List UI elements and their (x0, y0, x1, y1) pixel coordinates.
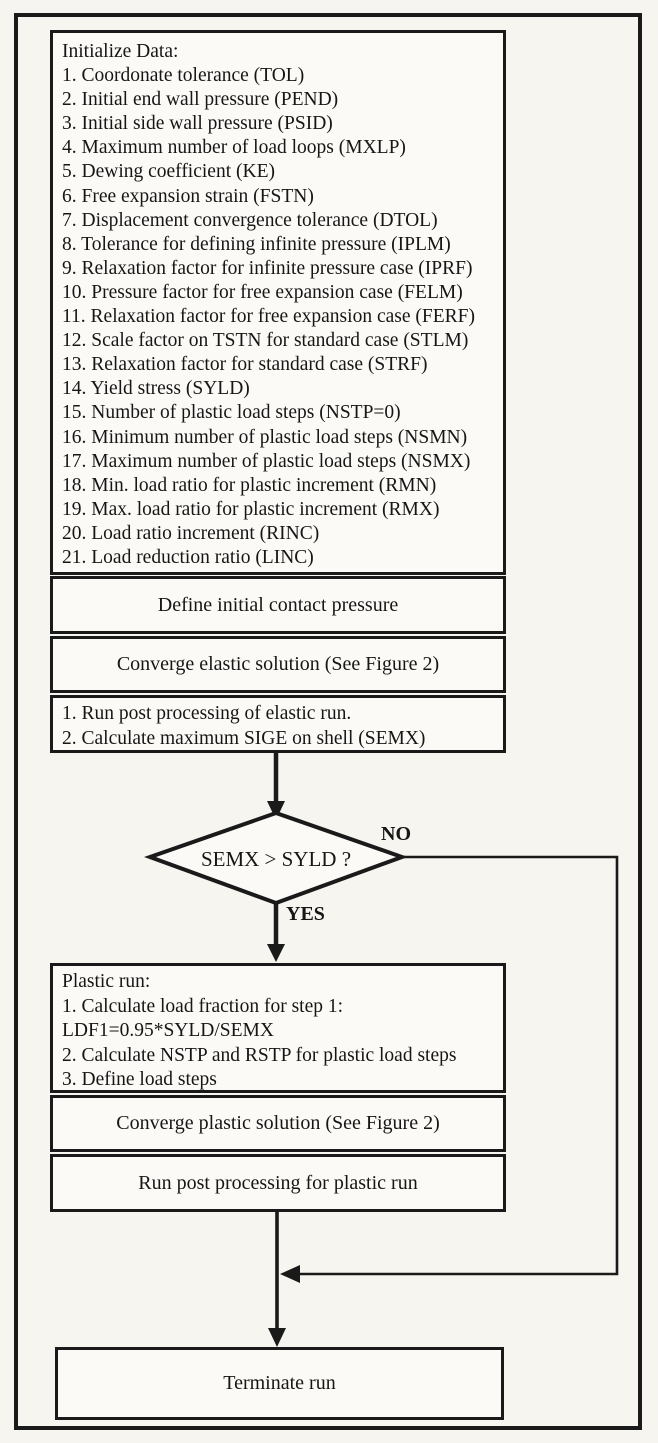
plastic-post-label: Run post processing for plastic run (138, 1171, 418, 1194)
decision-yes-label: YES (286, 903, 325, 925)
text-line: 4. Maximum number of load loops (MXLP) (62, 137, 406, 159)
flowchart-frame (14, 13, 642, 1430)
text-line: 15. Number of plastic load steps (NSTP=0… (62, 402, 401, 424)
initialize-data-box: Initialize Data: 1. Coordonate tolerance… (50, 30, 506, 575)
initialize-data-list: 1. Coordonate tolerance (TOL)2. Initial … (62, 64, 494, 570)
text-line: 18. Min. load ratio for plastic incremen… (62, 474, 437, 496)
text-line: 3. Define load steps (62, 1069, 217, 1091)
text-line: 2. Initial end wall pressure (PEND) (62, 89, 339, 111)
text-line: 3. Initial side wall pressure (PSID) (62, 113, 333, 135)
plastic-run-box: Plastic run: 1. Calculate load fraction f… (50, 963, 506, 1093)
elastic-post-list: 1. Run post processing of elastic run. 2.… (53, 698, 503, 751)
text-line: 20. Load ratio increment (RINC) (62, 522, 320, 544)
text-line: 12. Scale factor on TSTN for standard ca… (62, 330, 469, 352)
text-line: 1. Run post processing of elastic run. (62, 703, 352, 724)
plastic-post-box: Run post processing for plastic run (50, 1154, 506, 1212)
text-line: 19. Max. load ratio for plastic incremen… (62, 498, 440, 520)
converge-elastic-box: Converge elastic solution (See Figure 2) (50, 636, 506, 693)
terminate-box: Terminate run (55, 1347, 504, 1420)
text-line: 2. Calculate maximum SIGE on shell (SEMX… (62, 727, 426, 749)
text-line: 14. Yield stress (SYLD) (62, 378, 250, 400)
text-line: LDF1=0.95*SYLD/SEMX (62, 1020, 274, 1042)
decision-no-label: NO (381, 823, 411, 845)
text-line: 9. Relaxation factor for infinite pressu… (62, 257, 473, 279)
text-line: 10. Pressure factor for free expansion c… (62, 281, 463, 303)
text-line: 13. Relaxation factor for standard case … (62, 354, 428, 376)
converge-elastic-label: Converge elastic solution (See Figure 2) (116, 653, 440, 675)
text-line: 2. Calculate NSTP and RSTP for plastic l… (62, 1044, 457, 1066)
text-line: 17. Maximum number of plastic load steps… (62, 450, 471, 472)
text-line: 1. Coordonate tolerance (TOL) (62, 65, 305, 87)
text-line: 16. Minimum number of plastic load steps… (62, 426, 468, 448)
text-line: 11. Relaxation factor for free expansion… (62, 306, 475, 328)
text-line: 1. Calculate load fraction for step 1: (62, 995, 344, 1017)
text-line: 7. Displacement convergence tolerance (D… (62, 209, 438, 231)
text-line: 21. Load reduction ratio (LINC) (62, 546, 314, 568)
text-line: 5. Dewing coefficient (KE) (62, 161, 275, 183)
text-line: 6. Free expansion strain (FSTN) (62, 185, 314, 207)
define-pressure-label: Define initial contact pressure (157, 593, 399, 616)
converge-plastic-label: Converge plastic solution (See Figure 2) (116, 1112, 440, 1134)
initialize-data-content: Initialize Data: 1. Coordonate tolerance… (53, 33, 503, 570)
elastic-post-box: 1. Run post processing of elastic run. 2.… (50, 695, 506, 753)
converge-plastic-box: Converge plastic solution (See Figure 2) (50, 1095, 506, 1152)
text-line: 8. Tolerance for defining infinite press… (62, 233, 451, 255)
plastic-run-list: Plastic run: 1. Calculate load fraction f… (53, 966, 503, 1093)
text-line: Plastic run: (62, 971, 151, 992)
initialize-data-title: Initialize Data: (62, 41, 179, 62)
define-pressure-box: Define initial contact pressure (50, 576, 506, 634)
decision-label: SEMX > SYLD ? (200, 846, 352, 871)
terminate-label: Terminate run (223, 1372, 336, 1394)
